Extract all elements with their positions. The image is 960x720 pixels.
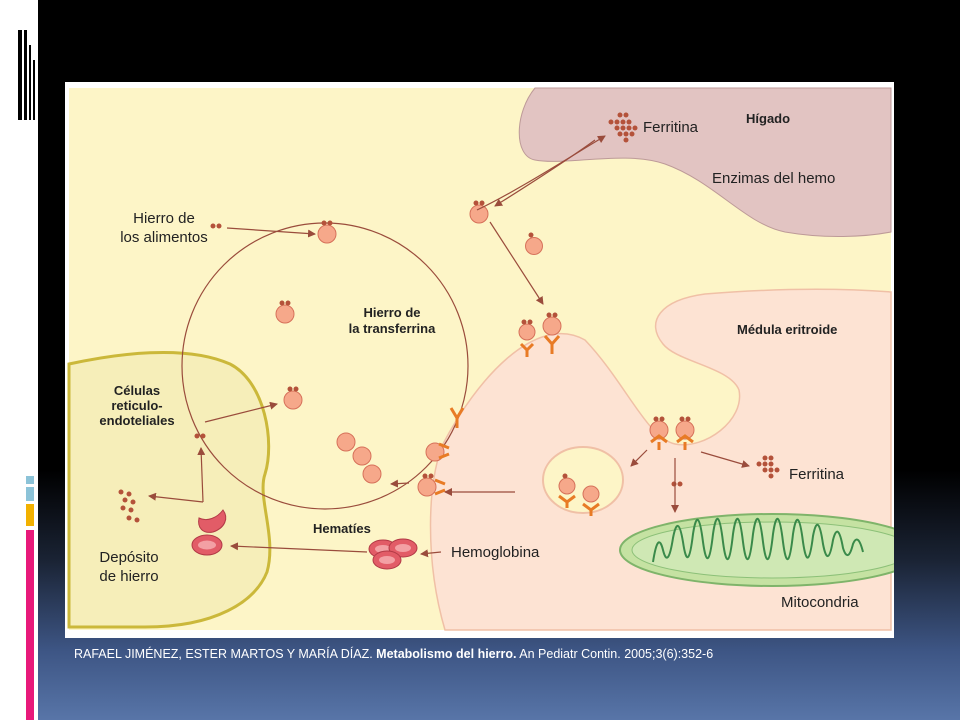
label-hemoglobina: Hemoglobina [451, 544, 540, 561]
arrow-to-ferritin [700, 451, 750, 468]
transferrin-receptor [449, 407, 465, 428]
transferrin-receptor-complex [417, 473, 446, 497]
transferrin-molecule [283, 386, 303, 410]
label-transferrina-2: la transferrina [349, 321, 436, 336]
label-enzimas: Enzimas del hemo [712, 170, 835, 187]
label-transferrina-1: Hierro de [363, 305, 420, 320]
reticuloendothelial-cell [67, 351, 272, 629]
arrow-to-liver [476, 135, 606, 211]
apotransferrin [362, 464, 382, 484]
transferrin-receptor-complex [675, 416, 695, 450]
transferrin-molecule [525, 232, 543, 255]
label-ferritina-marrow: Ferritina [789, 466, 845, 483]
transferrin-receptor-complex [582, 485, 600, 516]
decor-bar [18, 30, 22, 120]
arrow-to-vesicle [630, 449, 648, 467]
arrow-up-iron [197, 447, 206, 503]
released-iron-dots [194, 433, 206, 439]
arrow-liver-release [494, 139, 596, 207]
label-hierro-alimentos-1: Hierro de [133, 210, 195, 227]
label-higado: Hígado [746, 111, 790, 126]
figure-frame: Hígado Ferritina Enzimas del hemo Hierro… [65, 82, 925, 638]
liver-region [518, 87, 892, 238]
label-medula: Médula eritroide [737, 322, 837, 337]
caption-source: An Pediatr Contin. 2005;3(6):352-6 [519, 647, 714, 661]
figure-caption: RAFAEL JIMÉNEZ, ESTER MARTOS Y MARÍA DÍA… [74, 647, 713, 661]
label-deposito-2: de hierro [99, 568, 158, 585]
transferrin-molecule [469, 200, 489, 224]
label-celulas-1: Células [114, 383, 160, 398]
erythrocytes [368, 538, 418, 570]
label-celulas-2: reticulo- [111, 398, 162, 413]
phagocytosed-erythrocyte [198, 509, 227, 533]
mitochondrial-cristae [652, 518, 864, 563]
arrow-re-release [204, 401, 278, 423]
transferrin-molecule [275, 300, 295, 324]
transferrin-receptor-complex [558, 473, 576, 508]
decor-square [26, 530, 34, 720]
decor-bar [29, 45, 31, 120]
arrow-to-hematies [420, 549, 442, 558]
transferrin-receptor-complex [649, 416, 669, 450]
label-mitocondria: Mitocondria [781, 594, 859, 611]
decor-square [26, 476, 34, 484]
arrow-dietary-iron [226, 227, 316, 238]
apotransferrin [352, 446, 372, 466]
label-hierro-alimentos-2: los alimentos [120, 229, 208, 246]
arrow-to-marrow [489, 221, 544, 305]
caption-title: Metabolismo del hierro. [376, 647, 517, 661]
transferrin-receptor-complex [425, 442, 450, 462]
ferritin-cluster-marrow [756, 455, 780, 479]
label-hematies: Hematíes [313, 521, 371, 536]
decor-bar [33, 60, 35, 120]
label-celulas-3: endoteliales [99, 413, 174, 428]
transferrin-molecule [317, 220, 337, 244]
dietary-iron-dots [210, 223, 222, 229]
label-deposito-1: Depósito [99, 549, 158, 566]
apotransferrin [336, 432, 356, 452]
erythrocyte-single [191, 534, 223, 556]
label-ferritina-liver: Ferritina [643, 119, 699, 136]
arrow-to-deposit [148, 492, 204, 503]
caption-authors: RAFAEL JIMÉNEZ, ESTER MARTOS Y MARÍA DÍA… [74, 647, 373, 661]
flow-arrows [148, 135, 750, 558]
ferritin-cluster-deposit [118, 489, 140, 523]
arrow-to-re-cell [230, 542, 368, 553]
decor-square [26, 487, 34, 501]
arrow-recycle [390, 479, 410, 488]
decor-square [26, 504, 34, 526]
endocytic-vesicle [542, 446, 624, 514]
iron-metabolism-diagram: Hígado Ferritina Enzimas del hemo Hierro… [67, 87, 925, 631]
ferritin-cluster-liver [608, 112, 638, 143]
transferrin-receptor-complex [542, 312, 562, 354]
transferrin-receptor-complex [518, 319, 536, 357]
decor-bar [24, 30, 27, 120]
slide-decoration [18, 30, 35, 720]
